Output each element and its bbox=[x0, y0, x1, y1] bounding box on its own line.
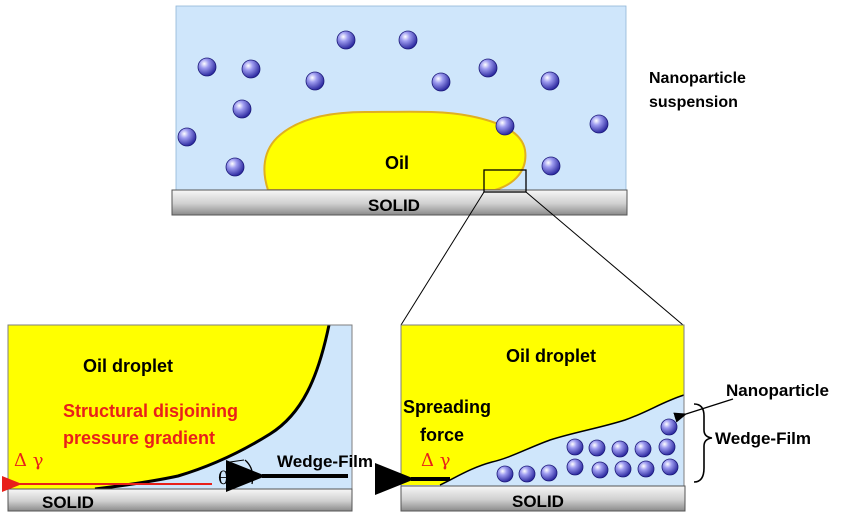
nanoparticle bbox=[566, 438, 584, 456]
nanoparticle bbox=[336, 30, 356, 50]
delta-gamma-right: Δ γ bbox=[421, 450, 450, 471]
solid-bar-top bbox=[171, 189, 628, 216]
nanoparticle bbox=[541, 156, 561, 176]
solid-bar-right bbox=[400, 485, 686, 512]
wedge-film-label-left: Wedge-Film bbox=[277, 452, 373, 471]
oil-drop-top bbox=[263, 110, 527, 191]
nanoparticle bbox=[305, 71, 325, 91]
nanoparticles-top bbox=[177, 30, 609, 177]
left-droplet-label: Oil droplet bbox=[83, 356, 173, 376]
nanoparticle-pointer bbox=[673, 398, 734, 423]
zoom-line-right bbox=[525, 191, 684, 326]
nanoparticle bbox=[591, 461, 609, 479]
nanoparticle-label: Nanoparticle bbox=[726, 381, 829, 400]
nanoparticle bbox=[540, 464, 558, 482]
solid-label-top: SOLID bbox=[368, 196, 420, 215]
nanoparticle bbox=[611, 440, 629, 458]
gradient-label-line1: Structural disjoining bbox=[63, 401, 238, 421]
nanoparticle bbox=[495, 116, 515, 136]
zoom-line-left bbox=[400, 191, 485, 326]
top-panel: Oil SOLID Nanoparticle suspension bbox=[171, 5, 746, 216]
suspension-label-line1: Nanoparticle bbox=[649, 70, 746, 87]
nanoparticle bbox=[634, 440, 652, 458]
nanoparticle bbox=[518, 465, 536, 483]
oil-label: Oil bbox=[385, 153, 409, 173]
gradient-label-line2: pressure gradient bbox=[63, 428, 215, 448]
nanoparticle bbox=[398, 30, 418, 50]
delta-gamma-left: Δ γ bbox=[14, 450, 43, 471]
left-panel: SOLID Oil droplet Structural disjoining … bbox=[1, 324, 373, 512]
nanoparticle bbox=[241, 59, 261, 79]
zoom-box bbox=[483, 169, 527, 193]
right-droplet-label: Oil droplet bbox=[506, 346, 596, 366]
solid-label-left: SOLID bbox=[42, 493, 94, 512]
solid-label-right: SOLID bbox=[512, 492, 564, 511]
nanoparticle bbox=[660, 418, 678, 436]
nanoparticle bbox=[540, 71, 560, 91]
theta-symbol: θ bbox=[218, 468, 229, 489]
nanoparticle bbox=[658, 438, 676, 456]
nanoparticle bbox=[232, 99, 252, 119]
nanoparticle bbox=[496, 465, 514, 483]
nanoparticle bbox=[225, 157, 245, 177]
nanoparticle bbox=[614, 460, 632, 478]
nanoparticle bbox=[661, 458, 679, 476]
left-oil-region bbox=[8, 325, 329, 489]
left-interface-curve bbox=[94, 324, 331, 491]
nanoparticle bbox=[566, 458, 584, 476]
spreading-label-line2: force bbox=[420, 425, 464, 445]
nanoparticle bbox=[589, 114, 609, 134]
wedge-film-label-right: Wedge-Film bbox=[715, 429, 811, 448]
right-panel: SOLID Oil droplet Spreading force Δ γ bbox=[375, 324, 686, 512]
nanoparticles-wedge bbox=[496, 418, 679, 483]
wedge-film-brace bbox=[693, 403, 713, 483]
nanoparticle bbox=[431, 72, 451, 92]
nanoparticle bbox=[478, 58, 498, 78]
solid-bar-left bbox=[7, 488, 353, 512]
nanoparticle bbox=[637, 460, 655, 478]
nanoparticle bbox=[177, 127, 197, 147]
right-oil-region bbox=[401, 325, 684, 485]
spreading-label-line1: Spreading bbox=[403, 397, 491, 417]
nanoparticle bbox=[197, 57, 217, 77]
nanoparticle bbox=[588, 439, 606, 457]
suspension-label-line2: suspension bbox=[649, 94, 738, 111]
right-interface-curve bbox=[439, 394, 685, 486]
